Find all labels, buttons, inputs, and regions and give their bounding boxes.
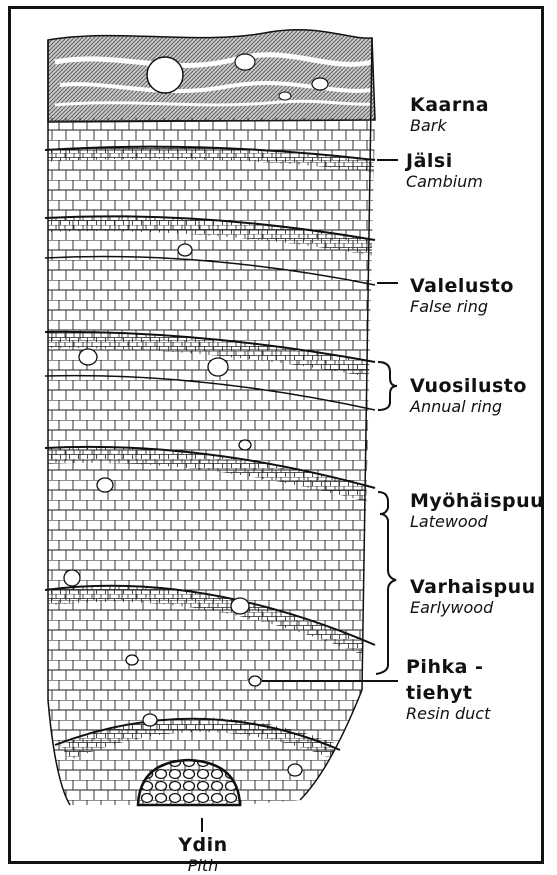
label-latewood: Myöhäispuu Latewood [410,490,544,531]
label-cambium: Jälsi Cambium [406,150,483,191]
label-latewood-fi: Myöhäispuu [410,490,544,512]
label-resin-duct: Pihka - tiehyt Resin duct [406,656,490,723]
label-cambium-en: Cambium [406,172,483,191]
label-false-ring: Valelusto False ring [410,275,514,316]
label-false-ring-en: False ring [410,297,514,316]
label-pith-en: Pith [177,856,229,875]
label-resin-duct-fi1: Pihka - [406,656,490,678]
label-cambium-fi: Jälsi [406,150,483,172]
label-bark-fi: Kaarna [410,94,489,116]
label-earlywood-en: Earlywood [410,598,536,617]
label-resin-duct-fi2: tiehyt [406,682,490,704]
label-latewood-en: Latewood [410,512,544,531]
label-annual-ring-en: Annual ring [410,397,527,416]
label-pith-fi: Ydin [177,834,229,856]
wood-tissue [40,118,380,818]
label-bark: Kaarna Bark [410,94,489,135]
label-annual-ring: Vuosilusto Annual ring [410,375,527,416]
label-resin-duct-en: Resin duct [406,704,490,723]
label-annual-ring-fi: Vuosilusto [410,375,527,397]
label-earlywood-fi: Varhaispuu [410,576,536,598]
label-false-ring-fi: Valelusto [410,275,514,297]
label-bark-en: Bark [410,116,489,135]
bark-layer [48,30,375,122]
label-pith: Ydin Pith [177,834,229,875]
label-earlywood: Varhaispuu Earlywood [410,576,536,617]
